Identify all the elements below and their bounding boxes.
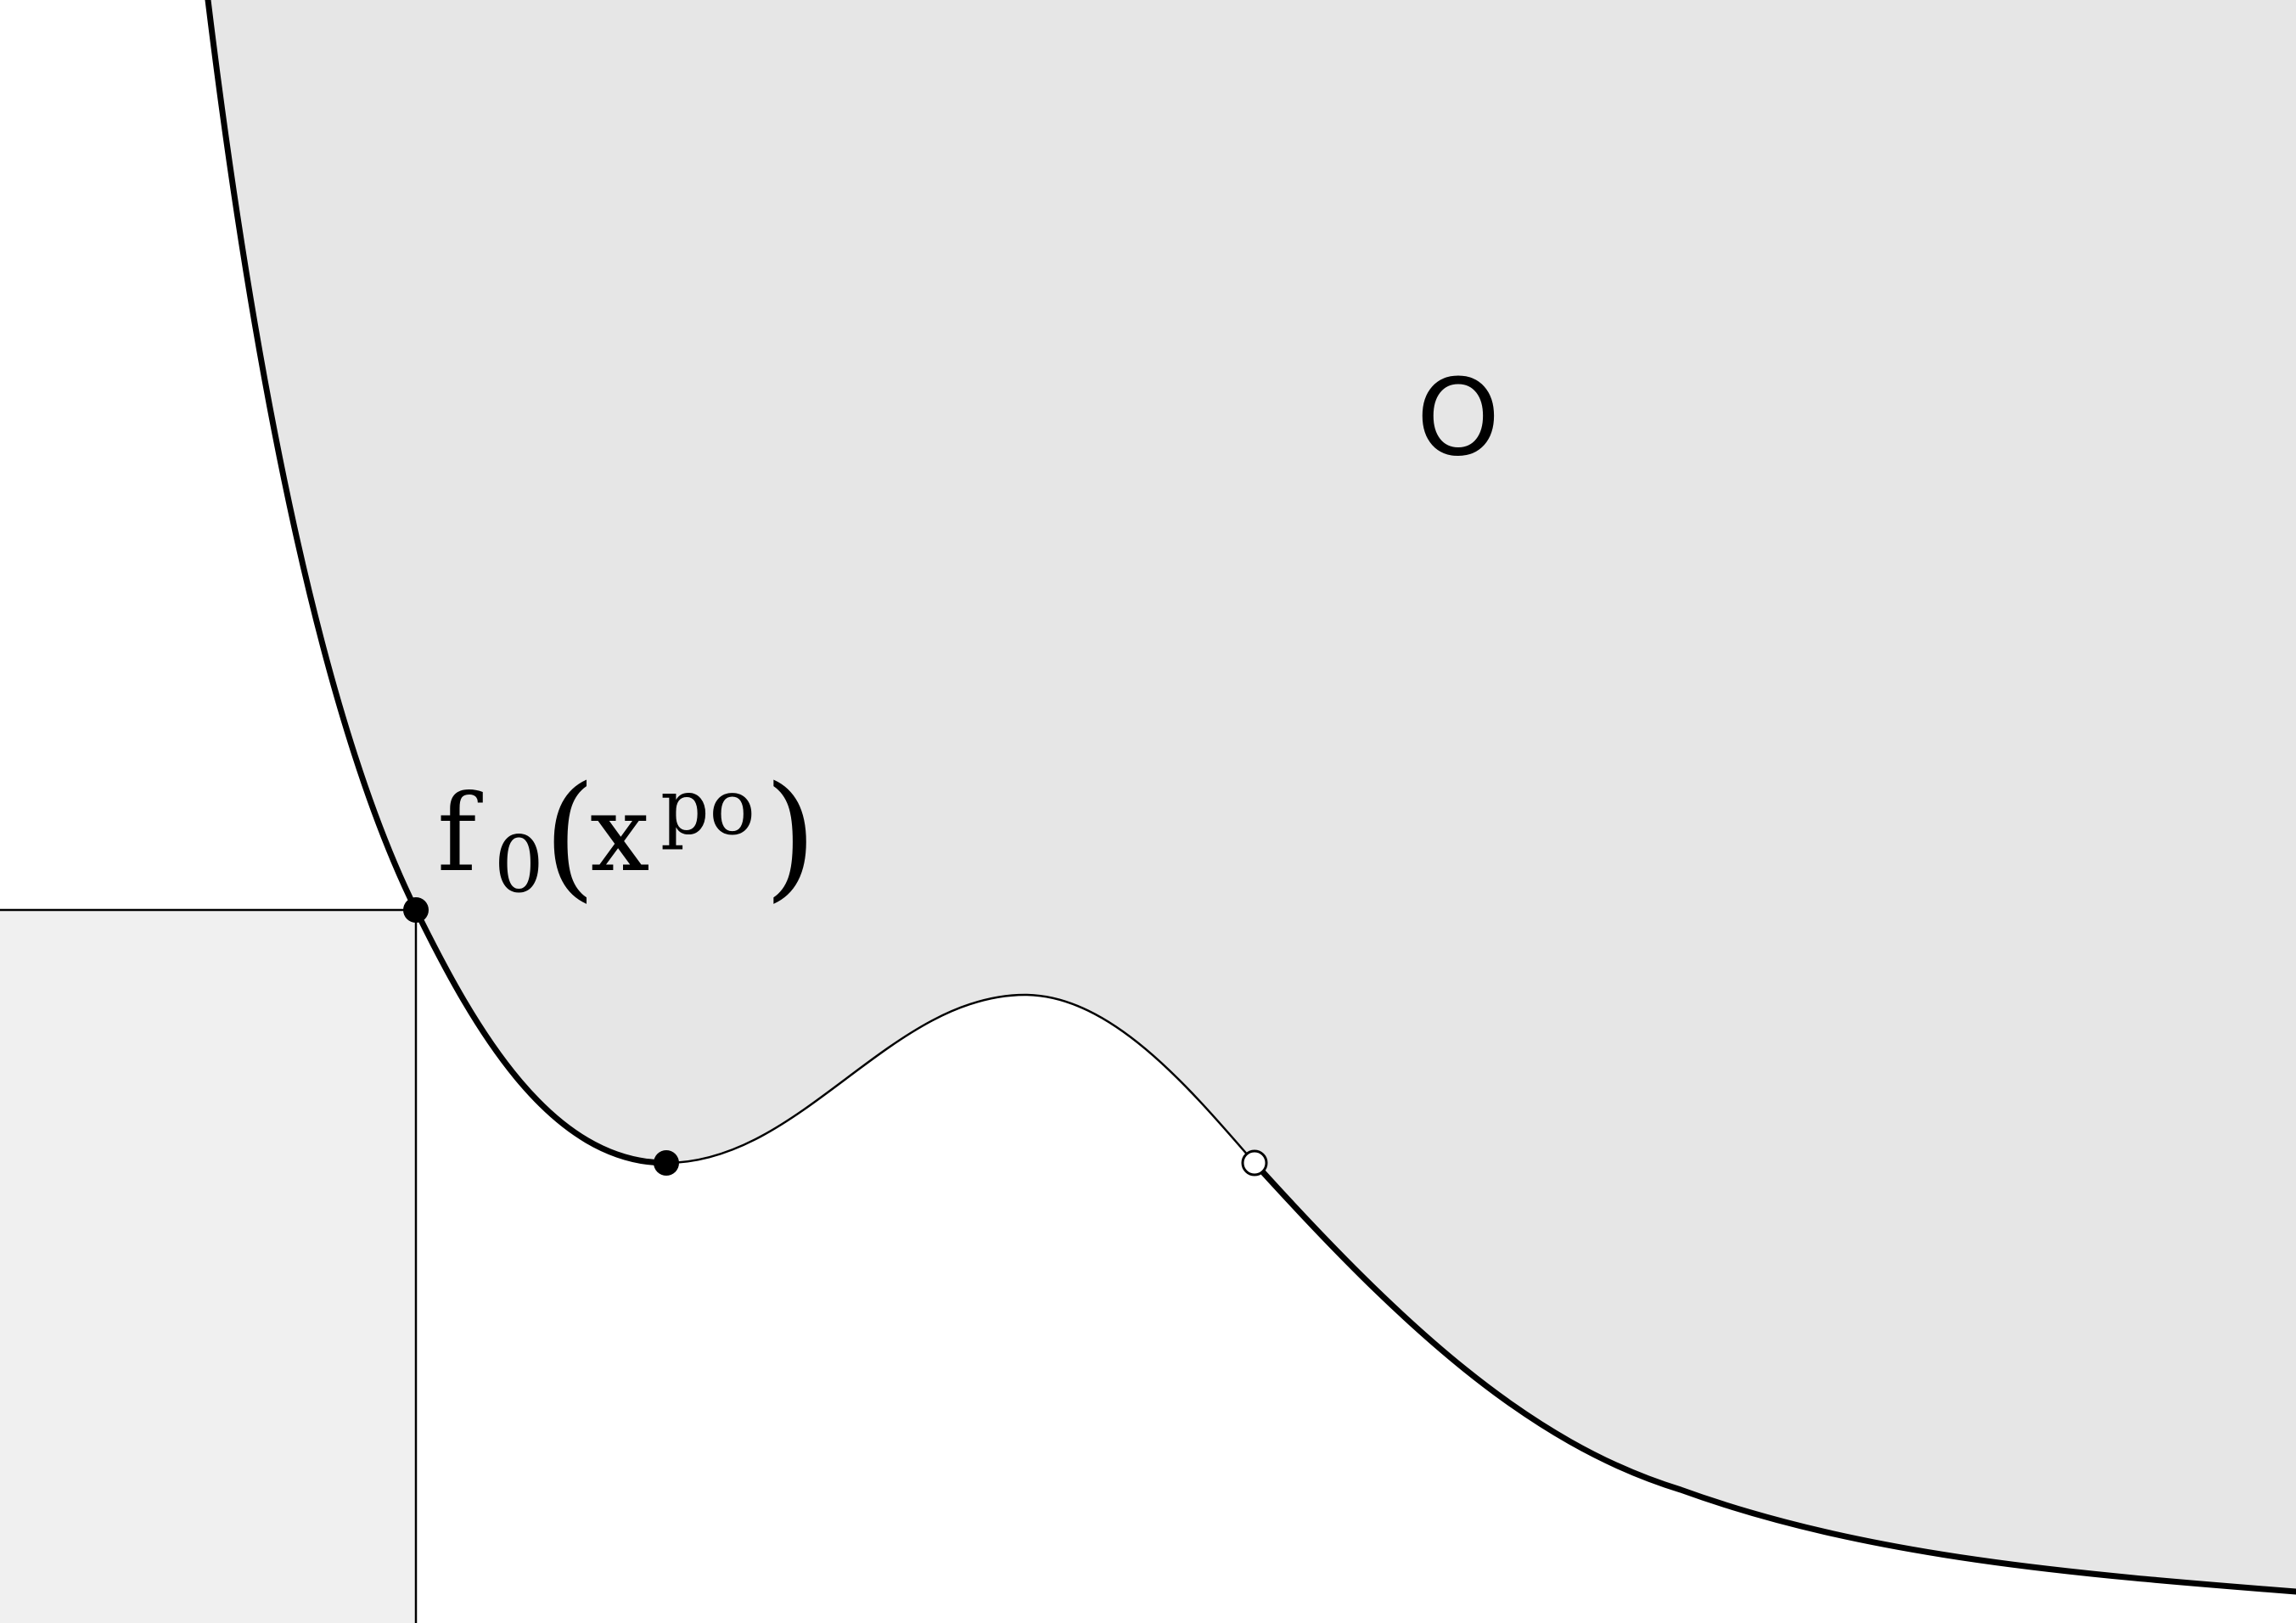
region-label: O <box>1417 357 1500 480</box>
local-minimum-point <box>654 1150 679 1176</box>
excluded-boundary-point <box>1241 1149 1268 1177</box>
point-label-close-paren: ) <box>764 756 817 915</box>
pareto-optimal-point <box>403 897 429 923</box>
pareto-front-left <box>205 0 670 1166</box>
point-label-superscript: po <box>660 763 755 852</box>
point-label: f 0 ( x po ) <box>437 756 817 915</box>
dominated-quadrant <box>0 910 416 1623</box>
objective-region <box>208 0 2296 1592</box>
pareto-front-right <box>1251 1160 2296 1595</box>
point-label-variable: x <box>590 772 650 896</box>
point-label-func: f <box>437 772 483 896</box>
point-label-open-paren: ( <box>543 756 596 915</box>
point-label-subscript: 0 <box>494 819 544 910</box>
boundary-non-pareto <box>665 993 1255 1165</box>
